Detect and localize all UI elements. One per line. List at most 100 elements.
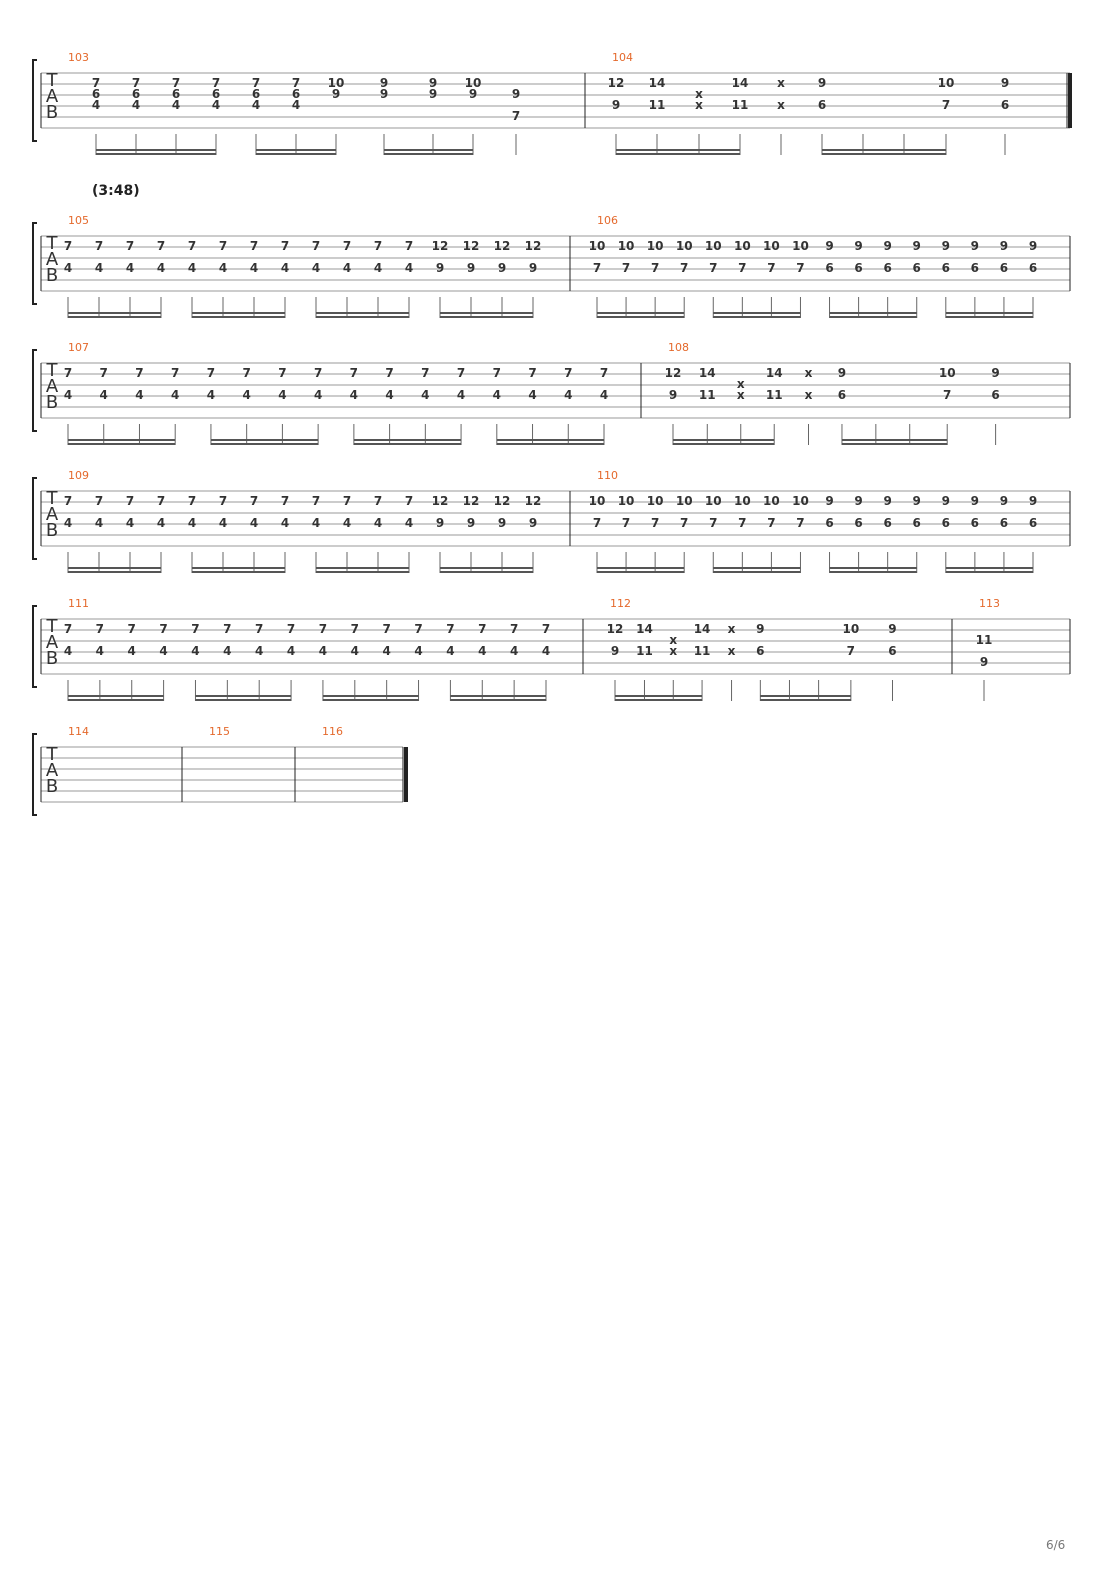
fret-number: x: [695, 98, 703, 112]
fret-number: 4: [457, 388, 465, 402]
beam: [496, 443, 604, 445]
fret-number: 4: [350, 388, 358, 402]
fret-number: 4: [385, 388, 393, 402]
beam: [597, 312, 685, 314]
fret-number: 7: [382, 622, 390, 636]
tab-clef-letter: T: [46, 488, 59, 509]
beam: [713, 316, 801, 318]
tab-clef-letter: A: [46, 249, 59, 270]
fret-number: 7: [542, 622, 550, 636]
measure-number: 105: [68, 214, 89, 227]
beam: [192, 312, 285, 314]
fret-number: 9: [825, 239, 833, 253]
fret-number: 9: [611, 644, 619, 658]
fret-number: 7: [350, 366, 358, 380]
fret-number: 4: [528, 388, 536, 402]
fret-number: 4: [281, 516, 289, 530]
fret-number: 7: [281, 239, 289, 253]
fret-number: 4: [319, 644, 327, 658]
fret-number: x: [737, 377, 745, 391]
beam: [829, 312, 917, 314]
fret-number: 9: [756, 622, 764, 636]
beam: [68, 567, 161, 569]
beam: [616, 149, 740, 151]
fret-number: 6: [1001, 98, 1009, 112]
fret-number: 7: [414, 622, 422, 636]
fret-number: 7: [126, 239, 134, 253]
beam: [192, 316, 285, 318]
measure-number: 109: [68, 469, 89, 482]
fret-number: 7: [188, 239, 196, 253]
system-bracket: [32, 605, 37, 688]
fret-number: 4: [446, 644, 454, 658]
fret-number: 10: [763, 494, 780, 508]
fret-number: 9: [854, 494, 862, 508]
fret-number: 7: [100, 366, 108, 380]
fret-number: 12: [607, 622, 624, 636]
fret-number: 11: [766, 388, 783, 402]
fret-number: 7: [128, 622, 136, 636]
fret-number: 12: [525, 494, 542, 508]
fret-number: 7: [478, 622, 486, 636]
fret-number: 9: [883, 239, 891, 253]
fret-number: 7: [374, 239, 382, 253]
beam: [616, 153, 740, 155]
fret-number: 7: [343, 494, 351, 508]
fret-number: 9: [883, 494, 891, 508]
fret-number: 12: [525, 239, 542, 253]
fret-number: 4: [292, 98, 300, 112]
fret-number: 7: [767, 261, 775, 275]
fret-number: 12: [463, 239, 480, 253]
beam: [316, 571, 409, 573]
fret-number: 7: [287, 622, 295, 636]
fret-number: 7: [600, 366, 608, 380]
fret-number: 9: [1000, 494, 1008, 508]
fret-number: 11: [649, 98, 666, 112]
fret-number: 7: [351, 622, 359, 636]
fret-number: 11: [732, 98, 749, 112]
fret-number: 9: [529, 516, 537, 530]
fret-number: 6: [913, 261, 921, 275]
fret-number: x: [669, 644, 677, 658]
beam: [450, 695, 546, 697]
tab-clef-letter: A: [46, 376, 59, 397]
tab-clef-letter: B: [46, 265, 58, 286]
beam: [945, 567, 1033, 569]
fret-number: 6: [942, 516, 950, 530]
fret-number: 9: [1001, 76, 1009, 90]
fret-number: 4: [287, 644, 295, 658]
fret-number: 7: [314, 366, 322, 380]
tab-system: TAB1077474747474747474747474747474747410…: [32, 341, 1071, 445]
fret-number: 4: [374, 261, 382, 275]
fret-number: 7: [135, 366, 143, 380]
fret-number: 7: [188, 494, 196, 508]
tab-clef-letter: T: [46, 744, 59, 765]
fret-number: 9: [913, 239, 921, 253]
fret-number: 7: [278, 366, 286, 380]
fret-number: 9: [913, 494, 921, 508]
fret-number: 7: [95, 239, 103, 253]
fret-number: 10: [843, 622, 860, 636]
fret-number: 7: [157, 494, 165, 508]
fret-number: 4: [510, 644, 518, 658]
fret-number: x: [805, 366, 813, 380]
beam: [945, 316, 1033, 318]
fret-number: 4: [207, 388, 215, 402]
tab-clef-letter: A: [46, 86, 59, 107]
fret-number: 7: [207, 366, 215, 380]
fret-number: 7: [191, 622, 199, 636]
fret-number: 10: [589, 239, 606, 253]
fret-number: 6: [888, 644, 896, 658]
fret-number: 6: [825, 261, 833, 275]
fret-number: 4: [542, 644, 550, 658]
beam: [256, 153, 336, 155]
fret-number: 7: [457, 366, 465, 380]
beam: [829, 571, 917, 573]
fret-number: 10: [589, 494, 606, 508]
fret-number: 6: [838, 388, 846, 402]
fret-number: 9: [436, 261, 444, 275]
fret-number: 4: [242, 388, 250, 402]
fret-number: 6: [825, 516, 833, 530]
